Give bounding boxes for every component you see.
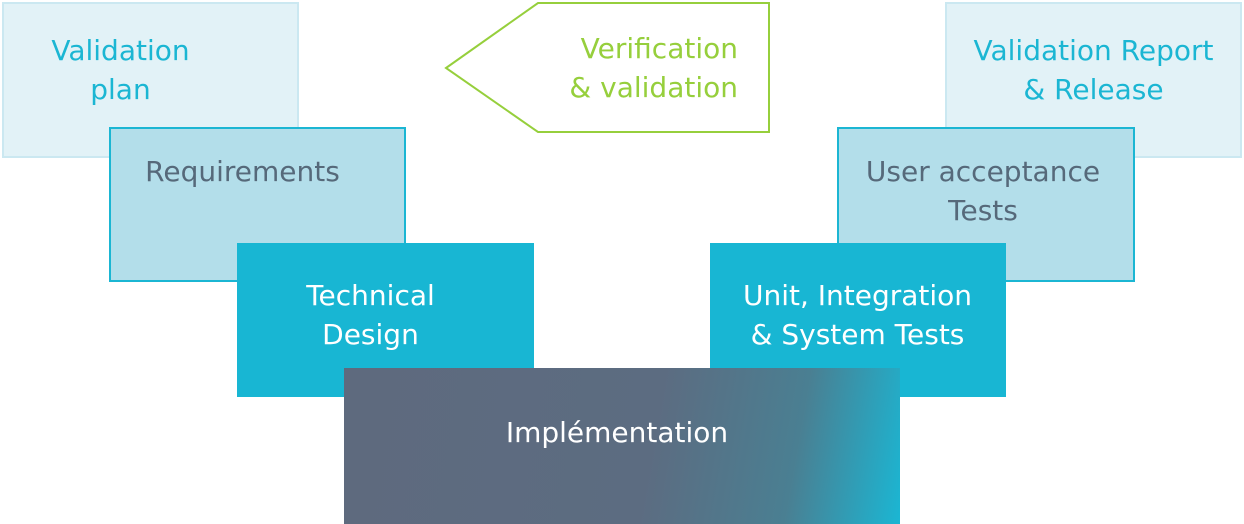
technical-design-line-2: Design: [322, 317, 419, 351]
user-acceptance-line-2: Tests: [948, 193, 1018, 227]
verification-arrow: Verification & validation: [444, 2, 772, 134]
validation-plan-line-2: plan: [90, 72, 151, 106]
validation-plan-line-1: Validation: [51, 34, 190, 67]
user-acceptance-label: User acceptance Tests: [866, 153, 1100, 230]
technical-design-label: Technical Design: [306, 277, 435, 354]
requirements-line-1: Requirements: [145, 155, 340, 188]
verification-line-2: & validation: [569, 70, 738, 104]
unit-integration-label: Unit, Integration & System Tests: [743, 277, 972, 354]
unit-integration-line-2: & System Tests: [750, 317, 965, 351]
verification-label: Verification & validation: [554, 30, 774, 107]
implementation-label: Implémentation: [506, 414, 728, 453]
user-acceptance-line-1: User acceptance: [865, 155, 1101, 188]
validation-plan-label: Validation plan: [51, 32, 189, 109]
technical-design-line-1: Technical: [306, 279, 435, 312]
arrow-outline: [444, 2, 770, 133]
implementation-line-1: Implémentation: [505, 416, 729, 449]
validation-report-line-2: & Release: [1023, 72, 1164, 106]
validation-report-line-1: Validation Report: [973, 34, 1214, 67]
requirements-label: Requirements: [145, 153, 340, 192]
unit-integration-line-1: Unit, Integration: [742, 279, 973, 312]
verification-line-1: Verification: [580, 32, 738, 65]
implementation-box: Implémentation: [344, 368, 900, 524]
validation-report-label: Validation Report & Release: [974, 32, 1214, 109]
pentagon-arrow-shape: [444, 2, 770, 133]
